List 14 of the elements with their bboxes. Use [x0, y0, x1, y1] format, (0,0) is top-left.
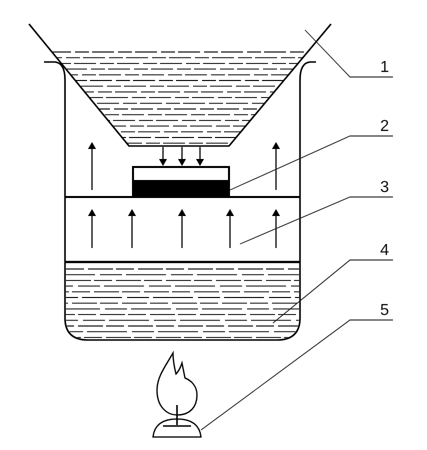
sample-block — [132, 166, 230, 197]
leader-line — [304, 30, 394, 78]
leader-line — [240, 196, 394, 244]
callout-number: 5 — [380, 302, 389, 320]
leader-line — [272, 260, 394, 324]
callout-number: 2 — [380, 118, 389, 136]
callout-number: 1 — [380, 59, 389, 77]
arrow — [178, 147, 186, 166]
arrow — [159, 147, 167, 166]
arrow — [196, 147, 204, 166]
leader-line — [230, 136, 394, 190]
leader-line — [200, 320, 394, 430]
callout-number: 3 — [380, 179, 389, 197]
callout-number: 4 — [380, 242, 389, 260]
